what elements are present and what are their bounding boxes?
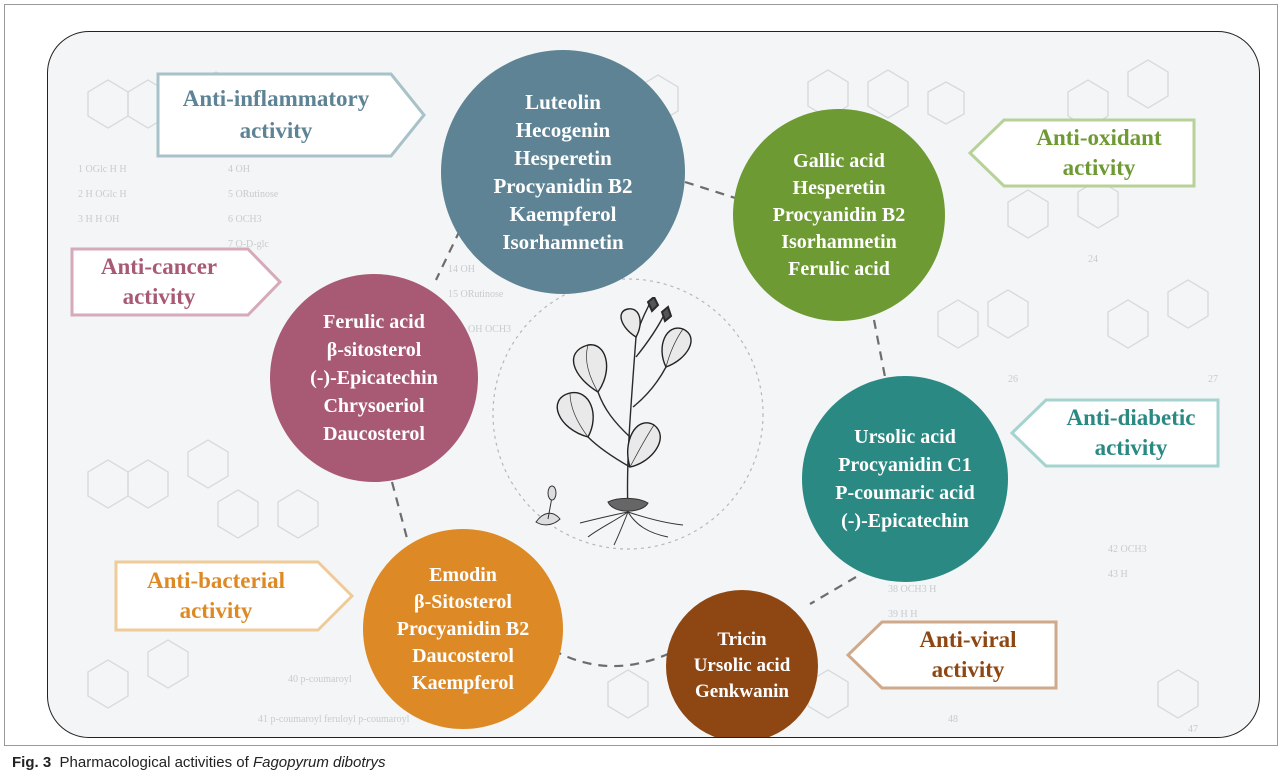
- compound: (-)-Epicatechin: [841, 510, 969, 532]
- compound: Daucosterol: [412, 644, 514, 667]
- compound: β-Sitosterol: [414, 590, 512, 613]
- anti-inflammatory-arrow: [156, 72, 426, 158]
- fagopyrum-plant-illustration: [535, 297, 692, 546]
- anti-diabetic-compounds-circle: Ursolic acid Procyanidin C1 P-coumaric a…: [802, 376, 1008, 582]
- compound: Hecogenin: [515, 118, 611, 142]
- svg-text:24: 24: [1088, 254, 1098, 265]
- anti-cancer-label-line1: Anti-cancer: [100, 254, 218, 279]
- anti-cancer-label: Anti-cancer activity: [74, 249, 244, 315]
- compound: Gallic acid: [793, 149, 885, 172]
- svg-text:27: 27: [1208, 374, 1218, 385]
- svg-text:15 ORutinose: 15 ORutinose: [448, 289, 504, 300]
- svg-text:41 p-coumaroyl feruloyl: 41 p-coumaroyl feruloyl p-coumaroyl: [258, 714, 410, 725]
- svg-text:5 ORutinose: 5 ORutinose: [228, 189, 279, 200]
- anti-diabetic-arrow: [1010, 398, 1220, 468]
- compound: Ursolic acid: [854, 426, 956, 448]
- diagram-panel: 1 OGlc H H 2 H OGlc H 3 H H OH 4 OH 5 OR…: [47, 31, 1260, 738]
- anti-bacterial-label: Anti-bacterial activity: [118, 562, 314, 630]
- svg-text:OH OCH3: OH OCH3: [468, 324, 511, 335]
- anti-diabetic-label-line2: activity: [1094, 435, 1168, 460]
- compound: Procyanidin B2: [493, 174, 633, 198]
- background-chemical-structures: 1 OGlc H H 2 H OGlc H 3 H H OH 4 OH 5 OR…: [78, 59, 1218, 735]
- anti-oxidant-arrow: [968, 118, 1196, 188]
- svg-text:6 OCH3: 6 OCH3: [228, 214, 262, 225]
- svg-text:4 OH: 4 OH: [228, 164, 250, 175]
- compound: Chrysoeriol: [323, 395, 425, 417]
- anti-inflammatory-label: Anti-inflammatory activity: [160, 76, 392, 154]
- caption-species: Fagopyrum dibotrys: [252, 754, 386, 771]
- anti-viral-arrow: [846, 620, 1058, 690]
- anti-viral-compounds-circle: Tricin Ursolic acid Genkwanin: [666, 590, 818, 737]
- anti-inflammatory-label-line2: activity: [239, 118, 313, 143]
- svg-text:39 H H: 39 H H: [888, 609, 917, 620]
- svg-text:48: 48: [948, 714, 958, 725]
- anti-cancer-arrow: [70, 247, 282, 317]
- anti-bacterial-label-line2: activity: [179, 598, 253, 623]
- compound: Kaempferol: [412, 671, 514, 694]
- anti-bacterial-label-line1: Anti-bacterial: [147, 568, 285, 593]
- anti-inflammatory-compounds-circle: Luteolin Hecogenin Hesperetin Procyanidi…: [441, 50, 685, 294]
- svg-text:2 H OGlc H: 2 H OGlc H: [78, 189, 127, 200]
- compound: Isorhamnetin: [502, 230, 624, 254]
- compound: Hesperetin: [514, 146, 612, 170]
- anti-oxidant-compounds-circle: Gallic acid Hesperetin Procyanidin B2 Is…: [733, 109, 945, 321]
- anti-diabetic-label: Anti-diabetic activity: [1046, 400, 1216, 466]
- compound: Procyanidin C1: [838, 454, 972, 476]
- compound: Isorhamnetin: [781, 230, 897, 253]
- svg-text:38 OCH3 H: 38 OCH3 H: [888, 584, 936, 595]
- anti-oxidant-label-line2: activity: [1062, 155, 1136, 180]
- anti-oxidant-label-line1: Anti-oxidant: [1036, 125, 1162, 150]
- compound: Ursolic acid: [693, 655, 791, 676]
- figure-caption: Fig. 3 Pharmacological activities of Fag…: [12, 754, 386, 771]
- svg-text:47: 47: [1188, 724, 1198, 735]
- svg-text:1 OGlc H H: 1 OGlc H H: [78, 164, 127, 175]
- compound: Daucosterol: [323, 423, 425, 445]
- caption-text: Pharmacological activities of: [59, 754, 249, 771]
- figure-number: Fig. 3: [12, 754, 52, 771]
- svg-text:7 O-D-glc: 7 O-D-glc: [228, 239, 269, 250]
- svg-text:26: 26: [1008, 374, 1018, 385]
- compound: P-coumaric acid: [835, 482, 975, 504]
- compound: Procyanidin B2: [396, 617, 530, 640]
- svg-text:42 OCH3: 42 OCH3: [1108, 544, 1147, 555]
- anti-viral-label-line1: Anti-viral: [919, 627, 1017, 652]
- compound: Procyanidin B2: [772, 203, 906, 226]
- compound: Ferulic acid: [323, 311, 425, 333]
- compound: Kaempferol: [509, 202, 617, 226]
- compound: Emodin: [429, 563, 497, 586]
- anti-viral-label-line2: activity: [931, 657, 1005, 682]
- anti-diabetic-label-line1: Anti-diabetic: [1066, 405, 1196, 430]
- anti-cancer-compounds-circle: Ferulic acid β-sitosterol (-)-Epicatechi…: [270, 274, 478, 482]
- compound: (-)-Epicatechin: [310, 367, 438, 389]
- anti-bacterial-compounds-circle: Emodin β-Sitosterol Procyanidin B2 Dauco…: [363, 529, 563, 729]
- compound: β-sitosterol: [326, 339, 422, 361]
- anti-oxidant-label: Anti-oxidant activity: [1006, 120, 1192, 186]
- anti-viral-label: Anti-viral activity: [882, 622, 1054, 688]
- svg-text:3 H H OH: 3 H H OH: [78, 214, 119, 225]
- compound: Hesperetin: [792, 176, 886, 199]
- compound: Genkwanin: [695, 681, 789, 702]
- compound: Tricin: [717, 629, 767, 650]
- anti-bacterial-arrow: [114, 560, 354, 632]
- svg-text:14 OH: 14 OH: [448, 264, 475, 275]
- anti-inflammatory-label-line1: Anti-inflammatory: [182, 86, 370, 111]
- compound: Ferulic acid: [788, 257, 890, 280]
- svg-text:43 H: 43 H: [1108, 569, 1128, 580]
- compound: Luteolin: [525, 90, 601, 114]
- svg-text:40 p-coumaroyl: 40 p-coumaroyl: [288, 674, 352, 685]
- anti-cancer-label-line2: activity: [122, 284, 196, 309]
